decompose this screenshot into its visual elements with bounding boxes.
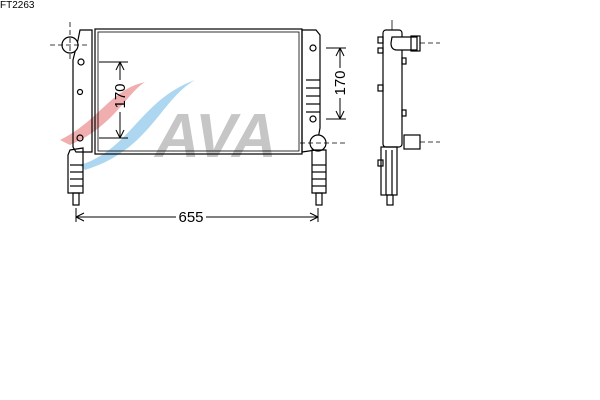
left-height-dimension-label: 170: [112, 83, 129, 108]
radiator-side-view: [377, 20, 440, 206]
watermark-blue-swoosh: [80, 80, 195, 170]
part-code-label: FT2263: [0, 0, 35, 11]
width-dimension-label: 655: [178, 209, 203, 226]
left-mount-peg: [72, 192, 80, 206]
right-mount-peg: [315, 192, 323, 206]
right-height-dimension-label: 170: [332, 70, 349, 95]
watermark-red-swoosh: [60, 82, 145, 145]
ava-watermark-logo: AVA: [60, 80, 277, 171]
right-tank: [301, 29, 321, 153]
dimension-lines: [75, 47, 346, 222]
watermark-text: AVA: [153, 102, 277, 171]
